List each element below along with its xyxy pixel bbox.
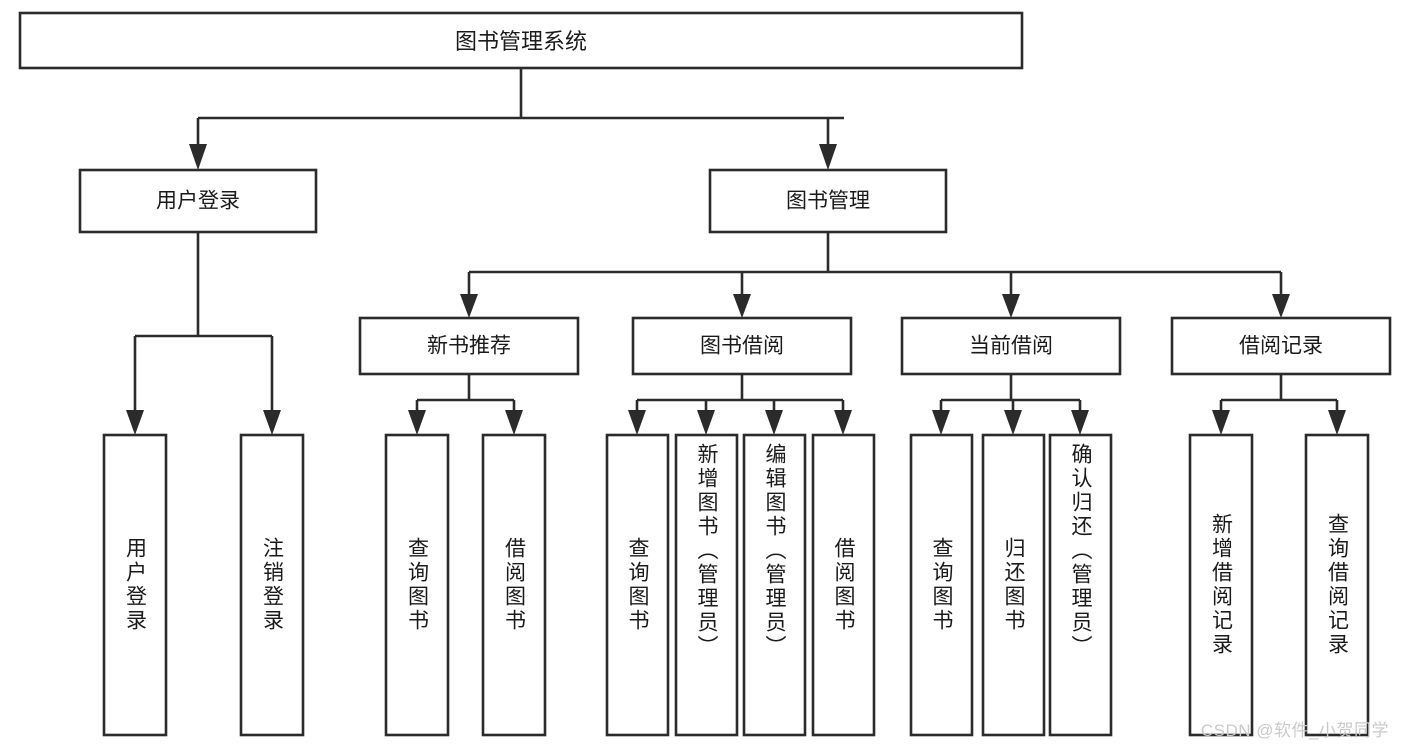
node-borrow-record-box[interactable] xyxy=(1170,316,1392,376)
watermark: CSDN @软件_小贺同学 xyxy=(1200,721,1389,740)
node-borrow-record-label: 借阅记录 xyxy=(1239,335,1323,358)
arrow-to-book-borrow xyxy=(733,294,751,318)
node-leaf-query-book-borrow-box[interactable] xyxy=(605,433,670,737)
node-leaf-borrow-book-box[interactable] xyxy=(811,433,876,737)
node-leaf-add-book-box[interactable] xyxy=(674,433,739,737)
arrow-to-leaf-add-book xyxy=(697,410,715,435)
arrow-to-current-borrow xyxy=(1002,294,1020,318)
node-leaf-query-book-cur-box[interactable] xyxy=(909,433,974,737)
node-root-box[interactable] xyxy=(18,11,1024,70)
node-book-borrow[interactable]: 图书借阅 xyxy=(631,316,853,376)
arrow-to-user-login xyxy=(189,144,207,170)
node-book-manage[interactable]: 图书管理 xyxy=(708,168,948,234)
arrow-to-borrow-record xyxy=(1272,294,1290,318)
arrow-to-leaf-return-book xyxy=(1004,410,1022,435)
arrow-to-leaf-query-record xyxy=(1328,410,1346,435)
node-leaf-borrow-book-rec-box[interactable] xyxy=(481,433,547,737)
node-new-book-rec[interactable]: 新书推荐 xyxy=(358,316,580,376)
node-new-book-rec-box[interactable] xyxy=(358,316,580,376)
node-user-login-label: 用户登录 xyxy=(156,190,240,213)
connector-layer xyxy=(126,68,1346,435)
node-new-book-rec-label: 新书推荐 xyxy=(427,335,511,358)
node-book-borrow-box[interactable] xyxy=(631,316,853,376)
node-current-borrow-label: 当前借阅 xyxy=(969,335,1053,358)
node-leaf-edit-book-box[interactable] xyxy=(742,433,807,737)
node-current-borrow[interactable]: 当前借阅 xyxy=(900,316,1122,376)
node-leaf-confirm-return-box[interactable] xyxy=(1048,433,1113,737)
arrow-to-new-book-rec xyxy=(460,294,478,318)
arrow-to-leaf-edit-book xyxy=(765,410,783,435)
node-leaf-logout-box[interactable] xyxy=(239,433,305,737)
leaf-box-layer xyxy=(102,433,1370,737)
node-leaf-add-record-box[interactable] xyxy=(1188,433,1254,737)
arrow-to-leaf-query-book-rec xyxy=(408,410,426,435)
node-leaf-query-book-rec-box[interactable] xyxy=(384,433,450,737)
arrow-to-leaf-confirm-return xyxy=(1071,410,1089,435)
arrow-to-leaf-query-book-cur xyxy=(932,410,950,435)
node-book-manage-label: 图书管理 xyxy=(786,190,870,213)
node-root-label: 图书管理系统 xyxy=(455,29,587,54)
node-user-login-box[interactable] xyxy=(78,168,318,234)
node-root[interactable]: 图书管理系统 xyxy=(18,11,1024,70)
arrow-to-leaf-logout xyxy=(263,410,281,435)
node-leaf-query-record-box[interactable] xyxy=(1304,433,1370,737)
node-book-borrow-label: 图书借阅 xyxy=(700,335,784,358)
arrow-to-leaf-add-record xyxy=(1212,410,1230,435)
node-borrow-record[interactable]: 借阅记录 xyxy=(1170,316,1392,376)
arrow-to-leaf-borrow-book-rec xyxy=(505,410,523,435)
arrow-to-leaf-query-book-borrow xyxy=(628,410,646,435)
arrow-to-leaf-borrow-book xyxy=(834,410,852,435)
arrow-to-book-manage xyxy=(819,144,837,170)
node-user-login[interactable]: 用户登录 xyxy=(78,168,318,234)
node-current-borrow-box[interactable] xyxy=(900,316,1122,376)
node-book-manage-box[interactable] xyxy=(708,168,948,234)
node-leaf-user-login-box[interactable] xyxy=(102,433,168,737)
arrow-to-leaf-user-login xyxy=(126,410,144,435)
node-leaf-return-book-box[interactable] xyxy=(981,433,1046,737)
